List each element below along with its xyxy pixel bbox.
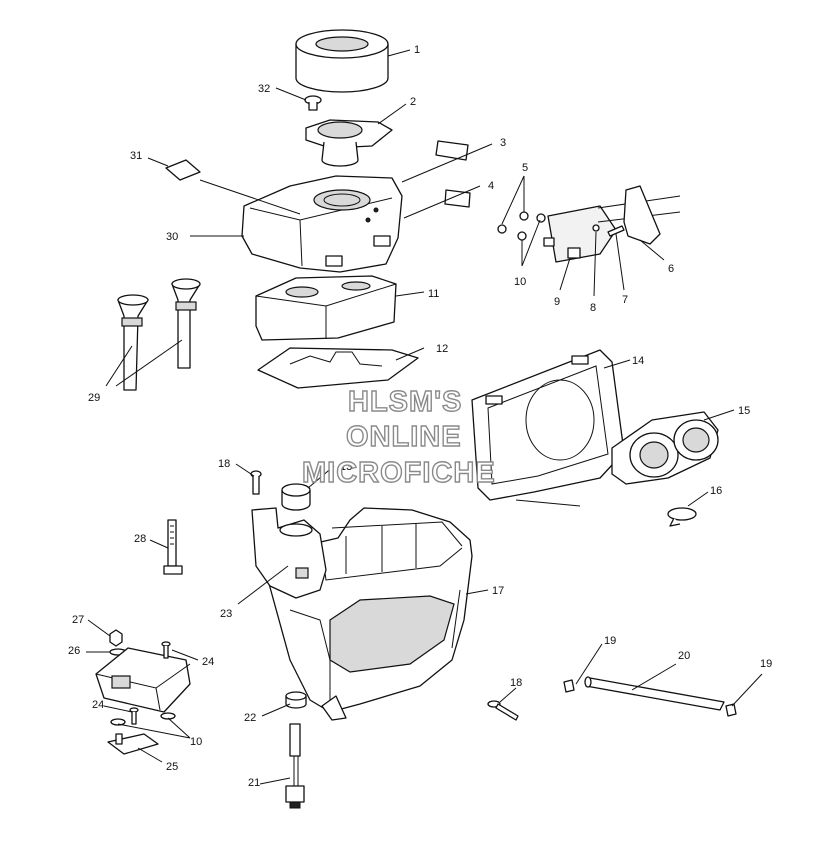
- callout-25: 25: [166, 761, 178, 773]
- part-23-oil-reservoir: [251, 507, 327, 599]
- callout-31: 31: [130, 150, 142, 162]
- watermark-line-1: HLSM'S: [348, 386, 462, 418]
- part-3-decal: [435, 140, 469, 161]
- part-22-grommet: [285, 691, 307, 709]
- part-32-push-rivet: [304, 95, 322, 111]
- callout-11: 11: [428, 288, 439, 300]
- part-4-decal: [444, 189, 471, 208]
- callout-3: 3: [500, 137, 506, 149]
- callout-9: 9: [554, 296, 560, 308]
- watermark-line-3: MICROFICHE: [302, 457, 496, 489]
- callout-14: 14: [632, 355, 644, 367]
- callout-12: 12: [436, 343, 448, 355]
- callout-29: 29: [88, 392, 100, 404]
- watermark: HLSM'S ONLINE MICROFICHE: [301, 385, 496, 489]
- callout-32: 32: [258, 83, 270, 95]
- callout-6: 6: [668, 263, 674, 275]
- callout-21: 21: [248, 777, 260, 789]
- callout-2: 2: [410, 96, 416, 108]
- part-21-drain-tube: [285, 723, 305, 809]
- watermark-line-2: ONLINE: [346, 421, 462, 453]
- callout-8: 8: [590, 302, 596, 314]
- callout-19-right: 19: [760, 658, 772, 670]
- callout-1: 1: [414, 44, 420, 56]
- callout-5: 5: [522, 162, 528, 174]
- callout-20: 20: [678, 650, 690, 662]
- callout-4: 4: [488, 180, 494, 192]
- part-30-airbox-cover: [241, 175, 403, 273]
- part-1-foam-filter: [295, 29, 389, 93]
- callout-7: 7: [622, 294, 628, 306]
- callout-18-lower: 18: [510, 677, 522, 689]
- part-18-screw-lower: [487, 700, 519, 721]
- callout-16: 16: [710, 485, 722, 497]
- part-29-velocity-stacks: [117, 278, 201, 391]
- part-18-screw-upper: [250, 470, 262, 495]
- part-14-airbox-side-panel: [471, 349, 625, 501]
- callout-30: 30: [166, 231, 178, 243]
- hardware-group-upper-right: [497, 185, 681, 263]
- callout-18-upper: 18: [218, 458, 230, 470]
- callout-13: 13: [340, 461, 352, 473]
- part-28-strap-clamp: [163, 519, 183, 575]
- part-11-filter-element: [255, 275, 397, 341]
- callout-22: 22: [244, 712, 256, 724]
- part-31-decal: [165, 159, 201, 181]
- callout-19-left: 19: [604, 635, 616, 647]
- ecu-module-group: [95, 629, 191, 755]
- part-16-push-rivet: [667, 507, 697, 527]
- callout-labels: 1 2 3 4 5 6 7 8 9 10 11 12 13 14 15 16 1…: [68, 44, 772, 789]
- callout-24-lower: 24: [92, 699, 104, 711]
- part-12-gasket: [257, 347, 419, 389]
- part-20-tube-assembly: [563, 676, 737, 717]
- callout-17: 17: [492, 585, 504, 597]
- callout-24-upper: 24: [202, 656, 214, 668]
- callout-23: 23: [220, 608, 232, 620]
- callout-26: 26: [68, 645, 80, 657]
- callout-27: 27: [72, 614, 84, 626]
- callout-15: 15: [738, 405, 750, 417]
- part-13-cap: [281, 483, 311, 511]
- part-15-intake-boot: [611, 411, 719, 485]
- callout-10-upper: 10: [514, 276, 526, 288]
- callout-28: 28: [134, 533, 146, 545]
- leader-lines: [86, 49, 763, 785]
- part-2-intake-adapter: [305, 119, 393, 167]
- callout-10-lower: 10: [190, 736, 202, 748]
